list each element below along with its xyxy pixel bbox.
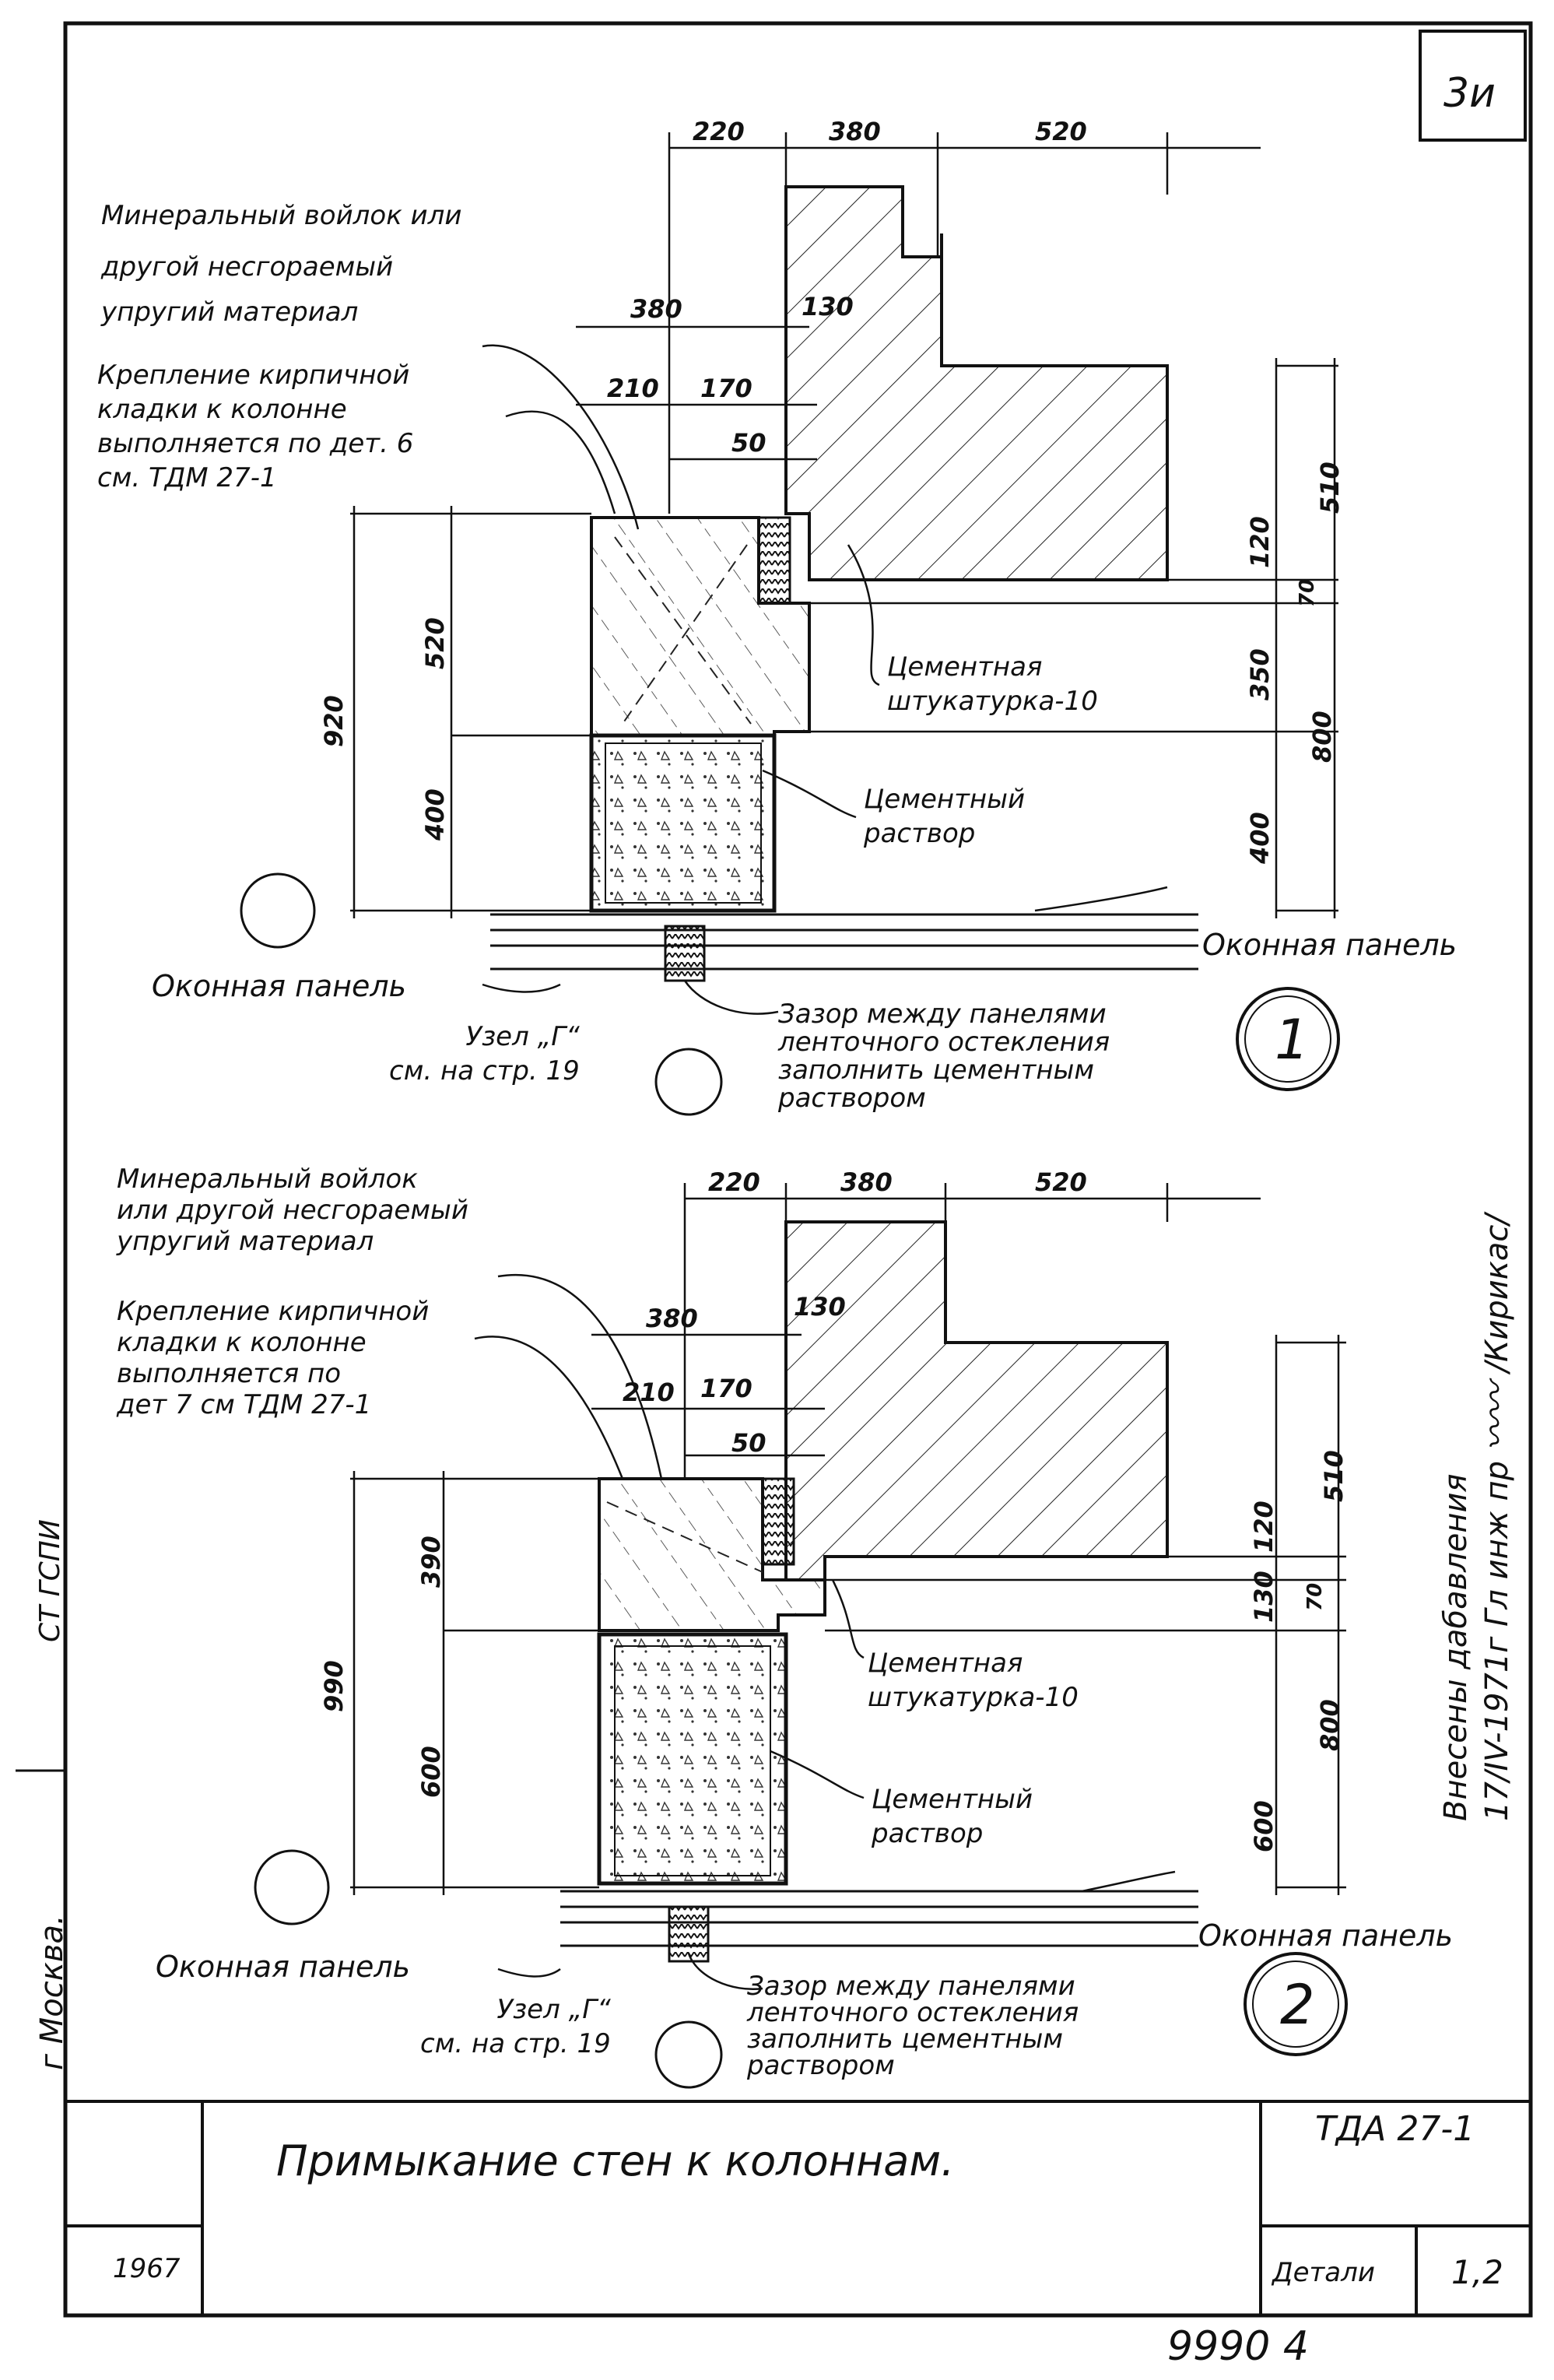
d2-window-panel-left: Оконная панель bbox=[156, 1950, 411, 1984]
page-number: 1,2 bbox=[1451, 2253, 1503, 2291]
d1-dim-380: 380 bbox=[630, 294, 682, 324]
sheet-mark: 3и bbox=[1444, 70, 1496, 117]
column-section-2 bbox=[784, 1220, 1169, 1581]
d1-note-fastening: Крепление кирпичной кладки к колонне вып… bbox=[97, 360, 414, 493]
d2-dim-600-right: 600 bbox=[1249, 1800, 1279, 1852]
d2-dim-210: 210 bbox=[623, 1378, 675, 1407]
d2-dim-170: 170 bbox=[700, 1374, 752, 1403]
d2-dim-510: 510 bbox=[1319, 1450, 1349, 1502]
d1-dim-top-520: 520 bbox=[1035, 117, 1087, 146]
d1-note-gap: Зазор между панелями ленточного остеклен… bbox=[778, 999, 1110, 1114]
d1-dim-510: 510 bbox=[1315, 462, 1345, 514]
d1-dim-50: 50 bbox=[731, 428, 766, 458]
d1-window-panel-right: Оконная панель bbox=[1202, 928, 1458, 962]
d1-dim-130: 130 bbox=[802, 292, 854, 321]
sheet-mark-box bbox=[1419, 30, 1527, 142]
d2-dim-800: 800 bbox=[1315, 1699, 1345, 1751]
d1-dim-top-380: 380 bbox=[829, 117, 881, 146]
d2-dim-600: 600 bbox=[416, 1746, 446, 1798]
d1-dim-top-220: 220 bbox=[693, 117, 745, 146]
left-margin-org: СТ ГСПИ bbox=[34, 1519, 66, 1642]
d1-dim-170: 170 bbox=[700, 374, 752, 403]
d1-dim-70: 70 bbox=[1296, 578, 1319, 607]
d2-detail-number: 2 bbox=[1280, 1973, 1315, 2037]
d2-dim-380: 380 bbox=[646, 1304, 698, 1333]
d2-note-mortar: Цементный раствор bbox=[872, 1784, 1033, 1849]
d1-note-mortar: Цементный раствор bbox=[864, 784, 1026, 849]
column-section-1 bbox=[784, 185, 1169, 581]
d1-dim-350: 350 bbox=[1245, 648, 1275, 700]
sheet-frame bbox=[63, 21, 1533, 2318]
d1-dim-120: 120 bbox=[1245, 516, 1275, 568]
d2-dim-390: 390 bbox=[416, 1536, 446, 1588]
stamp-number: 9990 4 bbox=[1167, 2323, 1309, 2370]
d2-dim-70: 70 bbox=[1303, 1582, 1327, 1611]
d1-window-panel-left: Оконная панель bbox=[152, 969, 407, 1003]
d2-node-ref: Узел „Г“ см. на стр. 19 bbox=[420, 1994, 611, 2059]
d2-dim-990: 990 bbox=[319, 1660, 349, 1712]
d1-detail-number: 1 bbox=[1275, 1008, 1310, 1072]
title-block bbox=[65, 2100, 1531, 2315]
year: 1967 bbox=[113, 2253, 181, 2284]
d2-note-plaster: Цементная штукатурка-10 bbox=[868, 1648, 1079, 1713]
signature: 〰〰 bbox=[1476, 1382, 1516, 1452]
detail-2-drawing bbox=[254, 1183, 1348, 2089]
d2-note-fastening: Крепление кирпичной кладки к колонне вып… bbox=[117, 1296, 430, 1420]
d2-dim-top-520: 520 bbox=[1035, 1167, 1087, 1197]
concrete-block-1 bbox=[589, 733, 777, 913]
detail-1-drawing bbox=[240, 132, 1340, 1116]
d1-dim-520: 520 bbox=[420, 617, 450, 669]
d1-dim-400: 400 bbox=[420, 788, 450, 841]
d1-dim-800: 800 bbox=[1307, 711, 1337, 763]
brick-wall-2 bbox=[598, 1477, 826, 1632]
d2-dim-50: 50 bbox=[731, 1428, 766, 1458]
d2-window-panel-right: Оконная панель bbox=[1198, 1918, 1454, 1953]
d1-dim-400-right: 400 bbox=[1245, 812, 1275, 864]
drawing-title: Примыкание стен к колоннам. bbox=[276, 2136, 955, 2185]
d2-dim-130-right: 130 bbox=[1249, 1571, 1279, 1623]
revision-note: Внесены дабавления 17/IV-1971г Гл инж пр… bbox=[1438, 1214, 1516, 1821]
d2-dim-130: 130 bbox=[794, 1292, 846, 1322]
left-margin-city: г Москва. bbox=[34, 1915, 70, 2070]
d2-dim-top-220: 220 bbox=[708, 1167, 760, 1197]
d1-note-plaster: Цементная штукатурка-10 bbox=[887, 651, 1098, 717]
d2-note-insulation: Минеральный войлок или другой несгораемы… bbox=[117, 1164, 468, 1257]
d1-note-insulation: Минеральный войлок или другой несгораемы… bbox=[101, 200, 462, 328]
concrete-block-2 bbox=[597, 1632, 788, 1886]
d2-note-gap: Зазор между панелями ленточного остеклен… bbox=[747, 1971, 1079, 2081]
d1-dim-920: 920 bbox=[319, 695, 349, 747]
section-label: Детали bbox=[1272, 2257, 1375, 2288]
d2-dim-top-380: 380 bbox=[840, 1167, 893, 1197]
document-code: ТДА 27-1 bbox=[1315, 2109, 1475, 2149]
d1-dim-210: 210 bbox=[607, 374, 659, 403]
d2-dim-120: 120 bbox=[1249, 1501, 1279, 1553]
d1-node-ref: Узел „Г“ см. на стр. 19 bbox=[389, 1021, 580, 1086]
